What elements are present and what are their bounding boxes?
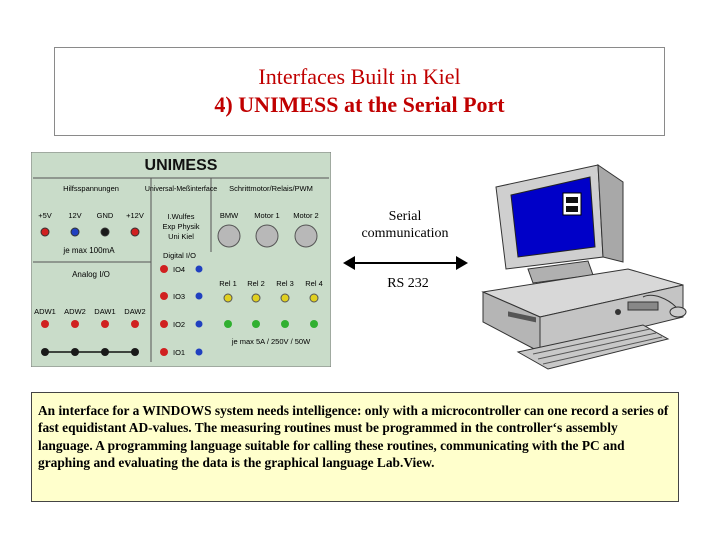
relay-label: Rel 2 xyxy=(247,279,265,288)
motor-label: Motor 2 xyxy=(293,211,318,220)
description-box: An interface for a WINDOWS system needs … xyxy=(31,392,679,502)
relay-labels: Rel 1 Rel 2 Rel 3 Rel 4 xyxy=(219,279,323,288)
author-line: Exp Physik xyxy=(162,222,199,231)
io-label: IO1 xyxy=(173,348,185,357)
analog-channel-label: DAW2 xyxy=(124,307,145,316)
io-sockets xyxy=(160,265,203,356)
computer-icon xyxy=(481,164,687,370)
relay-label: Rel 3 xyxy=(276,279,294,288)
unimess-panel: UNIMESS Hilfsspannungen Universal-Meßint… xyxy=(31,152,331,367)
screen-icon xyxy=(562,192,582,216)
relay-label: Rel 4 xyxy=(305,279,323,288)
analog-channel-label: ADW1 xyxy=(34,307,56,316)
device-name: UNIMESS xyxy=(145,157,218,174)
io-label: IO3 xyxy=(173,292,185,301)
supply-label: +12V xyxy=(126,211,144,220)
supply-label: 12V xyxy=(68,211,81,220)
motor-label: BMW xyxy=(220,211,239,220)
relay-label: Rel 1 xyxy=(219,279,237,288)
supply-label: GND xyxy=(97,211,114,220)
motor-connectors xyxy=(217,224,318,248)
title-line-1: Interfaces Built in Kiel xyxy=(258,64,461,89)
analog-channel-labels: ADW1 ADW2 DAW1 DAW2 xyxy=(34,307,146,316)
author-line: I.Wulfes xyxy=(168,212,195,221)
digital-io-label: Digital I/O xyxy=(163,251,196,260)
serial-label-line-2: communication xyxy=(361,226,449,241)
interface-section-label: Universal-Meßinterface xyxy=(145,186,217,193)
analog-io-label: Analog I/O xyxy=(72,270,110,279)
author-line: Uni Kiel xyxy=(168,232,194,241)
title-box: Interfaces Built in Kiel 4) UNIMESS at t… xyxy=(54,47,665,136)
relay-sockets xyxy=(223,293,319,328)
rs232-label: RS 232 xyxy=(387,276,429,291)
current-note: je max 100mA xyxy=(62,246,115,255)
io-label: IO4 xyxy=(173,265,185,274)
serial-communication-label: Serial communication xyxy=(345,208,465,242)
author-block: I.Wulfes Exp Physik Uni Kiel xyxy=(162,212,199,241)
motor-labels: BMW Motor 1 Motor 2 xyxy=(220,211,319,220)
analog-channel-label: DAW1 xyxy=(94,307,115,316)
serial-label-line-1: Serial xyxy=(388,209,422,224)
double-arrow-icon xyxy=(343,256,468,270)
supply-section-label: Hilfsspannungen xyxy=(63,184,119,193)
io-labels: IO4 IO3 IO2 IO1 xyxy=(173,265,185,357)
supply-sockets xyxy=(40,227,140,237)
title-line-2: 4) UNIMESS at the Serial Port xyxy=(214,92,505,117)
analog-channel-label: ADW2 xyxy=(64,307,86,316)
motor-label: Motor 1 xyxy=(254,211,279,220)
supply-label-group: +5V 12V GND +12V xyxy=(38,211,144,220)
supply-label: +5V xyxy=(38,211,52,220)
analog-sockets xyxy=(41,320,139,356)
io-label: IO2 xyxy=(173,320,185,329)
relay-note: je max 5A / 250V / 50W xyxy=(231,337,311,346)
motors-section-label: Schrittmotor/Relais/PWM xyxy=(229,184,313,193)
